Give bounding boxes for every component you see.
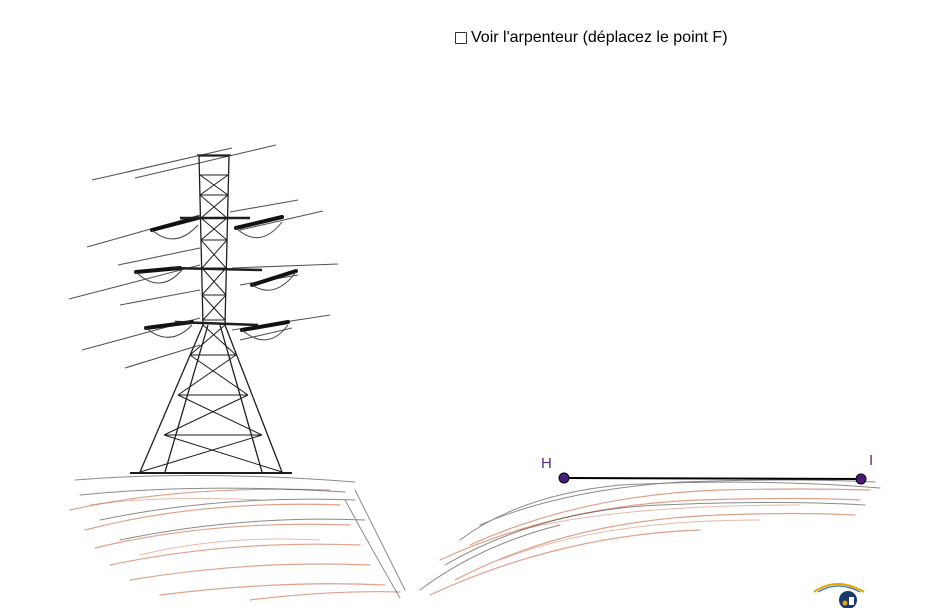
point-h-label: H — [541, 455, 552, 472]
surveyor-checkbox-label: Voir l'arpenteur (déplacez le point F) — [471, 29, 728, 46]
surveyor-toggle[interactable]: Voir l'arpenteur (déplacez le point F) — [455, 29, 728, 47]
terrain-hatching — [69, 474, 881, 601]
pylon-illustration — [68, 144, 339, 474]
point-i[interactable] — [855, 473, 867, 485]
point-i-label: I — [869, 452, 874, 469]
point-h[interactable] — [558, 472, 570, 484]
surveyor-checkbox[interactable] — [455, 32, 467, 44]
geogebra-logo-icon — [813, 583, 865, 608]
segment-hi — [563, 477, 862, 480]
